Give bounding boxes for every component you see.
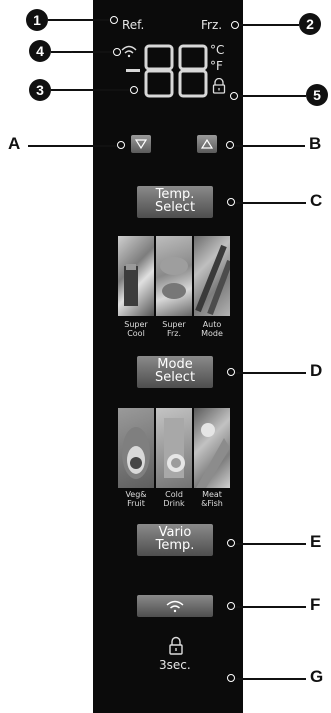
mode-select-button[interactable]: Mode Select [137,356,213,388]
callout-2-dot [231,21,239,29]
triangle-down-icon [134,139,148,150]
callout-3-line [51,89,131,91]
mode-select-line1: Mode [157,357,193,372]
callout-2: 2 [299,13,321,35]
callout-5-dot [230,92,238,100]
callout-c-dot [227,198,235,206]
lock-status-icon [212,78,226,94]
temperature-digits [126,44,208,98]
callout-b-line [233,145,305,147]
vario-temp-line1: Vario [158,525,192,540]
callout-1-dot [110,16,118,24]
callout-d-line [234,372,306,374]
temp-up-button[interactable] [197,135,217,153]
meat-fish-label: Meat&Fish [201,490,223,508]
ref-label: Ref. [122,18,145,32]
fahrenheit-unit: °F [210,59,223,73]
callout-g: G [310,667,324,686]
callout-e: E [310,532,322,551]
lock-hold-label: 3sec. [159,658,191,672]
callout-4: 4 [29,40,51,62]
vario-temp-line2: Temp. [155,538,195,553]
temp-select-button[interactable]: Temp. Select [137,186,213,218]
celsius-unit: °C [210,43,225,57]
callout-1-line [48,19,111,21]
callout-2-line [238,24,299,26]
mode-image-auto-mode [194,236,230,316]
callout-b-dot [226,141,234,149]
wifi-icon [166,600,184,613]
callout-4-dot [113,48,121,56]
mode-image-super-frz [156,236,192,316]
callout-a-dot [117,141,125,149]
callout-g-line [234,678,306,680]
mode-image-super-cool [118,236,154,316]
mode-image-veg-fruit [118,408,154,488]
callout-4-line [51,51,114,53]
temp-select-line1: Temp. [155,187,195,202]
temp-down-button[interactable] [131,135,151,153]
callout-f-dot [227,602,235,610]
callout-1: 1 [26,9,48,31]
mode-select-line2: Select [154,370,196,385]
callout-5: 5 [306,84,328,106]
callout-d: D [310,361,323,380]
callout-5-line [237,95,306,97]
callout-a: A [8,134,21,153]
wifi-button[interactable] [137,595,213,617]
mode-image-cold-drink [156,408,192,488]
callout-3-dot [130,86,138,94]
veg-fruit-label: Veg&Fruit [125,490,147,508]
wifi-status-icon [121,45,137,58]
temp-select-line2: Select [154,200,196,215]
triangle-up-icon [200,138,214,149]
callout-g-dot [227,674,235,682]
callout-e-line [234,543,306,545]
callout-c-line [234,202,306,204]
callout-a-line [28,145,118,147]
callout-b: B [309,134,322,153]
callout-e-dot [227,539,235,547]
mode-image-meat-fish [194,408,230,488]
callout-3: 3 [29,79,51,101]
callout-f-line [234,606,306,608]
callout-c: C [310,191,323,210]
callout-d-dot [227,368,235,376]
vario-temp-button[interactable]: Vario Temp. [137,524,213,556]
frz-label: Frz. [201,18,223,32]
lock-icon[interactable] [168,636,184,656]
callout-f: F [310,595,321,614]
